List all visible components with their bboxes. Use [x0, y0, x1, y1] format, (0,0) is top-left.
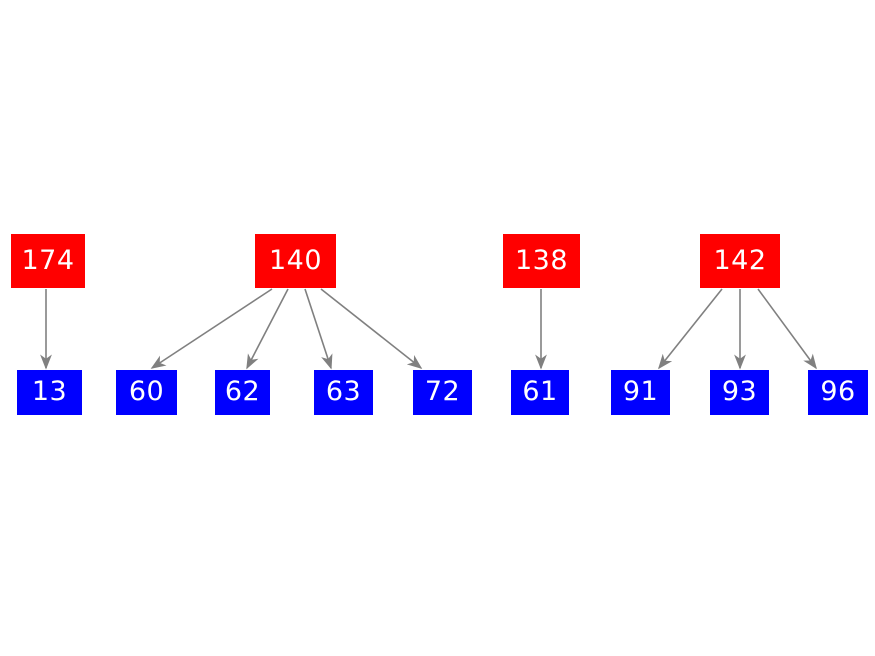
- node-label: 96: [820, 376, 856, 407]
- node-label: 60: [128, 376, 165, 407]
- edge-142-to-96: [757, 288, 817, 370]
- child-node-91[interactable]: 91: [611, 370, 670, 415]
- child-node-96[interactable]: 96: [808, 370, 868, 415]
- child-node-60[interactable]: 60: [116, 370, 177, 415]
- edge-142-to-91: [658, 288, 723, 370]
- edge-140-to-62: [246, 288, 289, 370]
- node-label: 142: [713, 244, 767, 276]
- parent-node-174[interactable]: 174: [11, 234, 85, 288]
- node-label: 91: [622, 376, 659, 407]
- edge-140-to-72: [320, 288, 423, 369]
- node-label: 61: [522, 376, 558, 407]
- node-label: 140: [268, 244, 323, 276]
- parent-node-142[interactable]: 142: [700, 234, 780, 288]
- node-label: 63: [325, 376, 362, 407]
- edge-140-to-60: [150, 288, 273, 369]
- child-node-13[interactable]: 13: [17, 370, 82, 415]
- child-node-62[interactable]: 62: [215, 370, 270, 415]
- child-node-72[interactable]: 72: [413, 370, 472, 415]
- node-label: 62: [224, 376, 261, 407]
- node-label: 138: [514, 244, 569, 276]
- parent-node-140[interactable]: 140: [255, 234, 336, 288]
- child-node-61[interactable]: 61: [511, 370, 569, 415]
- node-label: 93: [721, 376, 758, 407]
- node-label: 174: [21, 244, 75, 276]
- edge-group: [40, 288, 817, 370]
- child-node-93[interactable]: 93: [710, 370, 769, 415]
- parent-node-138[interactable]: 138: [503, 234, 580, 288]
- child-node-63[interactable]: 63: [314, 370, 373, 415]
- edge-140-to-63: [304, 288, 333, 370]
- node-label: 13: [31, 376, 68, 407]
- node-label: 72: [424, 376, 461, 407]
